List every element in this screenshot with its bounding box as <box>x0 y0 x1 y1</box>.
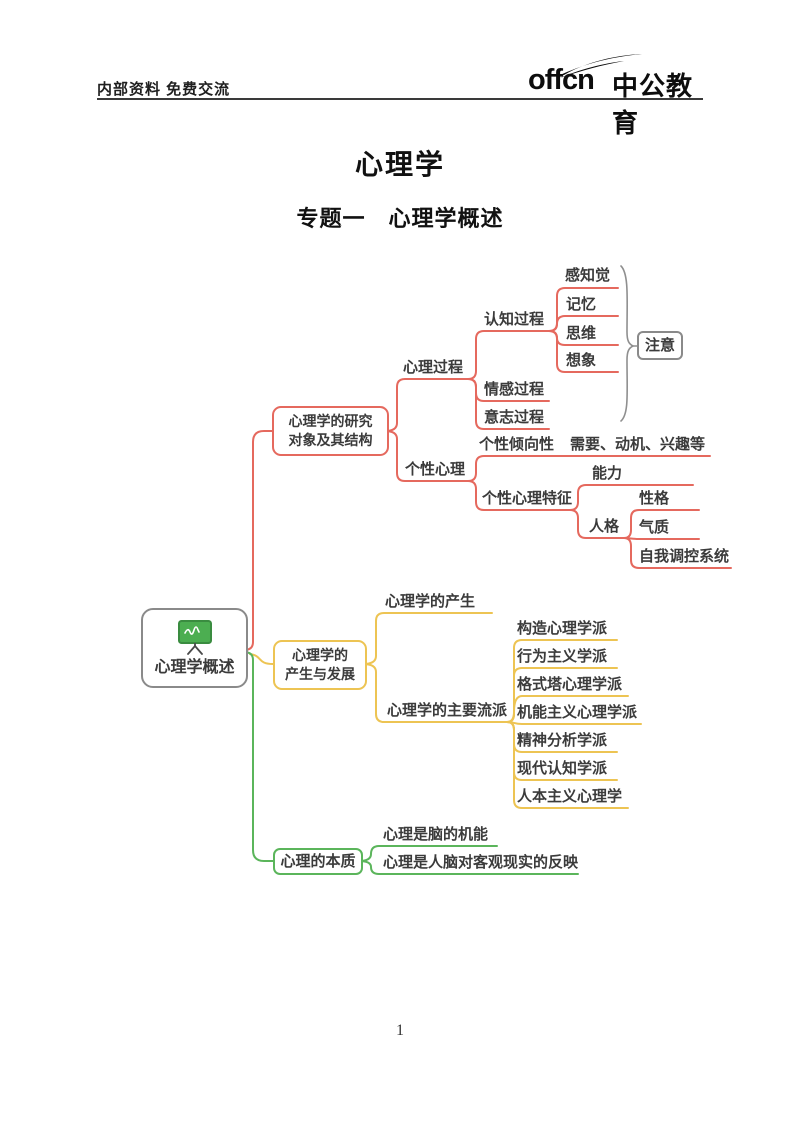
node-perception: 感知觉 <box>565 267 611 284</box>
essence-node-label: 心理的本质 <box>280 853 356 870</box>
root-node: 心理学概述 <box>141 608 248 688</box>
node-brain-function: 心理是脑的机能 <box>383 826 489 843</box>
node-character: 性格 <box>639 490 670 507</box>
node-self-regulation: 自我调控系统 <box>639 548 730 565</box>
header-rule <box>97 98 703 100</box>
node-tendency: 个性倾向性 <box>479 436 555 453</box>
root-label: 心理学概述 <box>154 659 235 676</box>
node-personality: 个性心理 <box>405 461 466 478</box>
node-school-cognitive: 现代认知学派 <box>517 760 608 777</box>
node-school-humanistic: 人本主义心理学 <box>517 788 623 805</box>
node-reflection: 心理是人脑对客观现实的反映 <box>383 854 579 871</box>
attention-label: 注意 <box>644 337 675 354</box>
essence-node: 心理的本质 <box>273 848 363 875</box>
logo-cn-text: 中公教育 <box>612 71 694 138</box>
attention-brace <box>620 265 638 422</box>
node-traits: 个性心理特征 <box>482 490 573 507</box>
node-emotion: 情感过程 <box>484 381 545 398</box>
node-cognitive: 认知过程 <box>484 311 545 328</box>
node-thinking: 思维 <box>566 325 597 342</box>
page-number: 1 <box>396 1022 404 1039</box>
node-school-psychoanalysis: 精神分析学派 <box>517 732 608 749</box>
logo-latin-text: offcn <box>528 64 595 96</box>
header-note: 内部资料 免费交流 <box>97 81 231 98</box>
node-renge: 人格 <box>589 518 620 535</box>
node-psych-process: 心理过程 <box>403 359 464 376</box>
node-school-gestalt: 格式塔心理学派 <box>517 676 623 693</box>
node-ability: 能力 <box>592 465 623 482</box>
development-node-line2: 产生与发展 <box>285 666 355 682</box>
node-will: 意志过程 <box>484 409 545 426</box>
node-imagination: 想象 <box>566 352 597 369</box>
section-title: 专题一 心理学概述 <box>296 206 504 231</box>
development-node: 心理学的 产生与发展 <box>273 640 367 690</box>
node-tendency-detail: 需要、动机、兴趣等 <box>570 436 706 453</box>
node-memory: 记忆 <box>566 296 597 313</box>
page-title: 心理学 <box>354 149 445 180</box>
attention-node: 注意 <box>637 331 683 360</box>
research-node-line2: 对象及其结构 <box>288 432 373 448</box>
offcn-logo: offcn 中公教育 <box>528 54 706 138</box>
node-schools: 心理学的主要流派 <box>387 702 508 719</box>
node-school-structural: 构造心理学派 <box>517 620 608 637</box>
node-school-behaviorism: 行为主义学派 <box>517 648 608 665</box>
development-node-line1: 心理学的 <box>292 647 348 663</box>
research-node-line1: 心理学的研究 <box>288 413 373 429</box>
node-origin: 心理学的产生 <box>385 593 476 610</box>
blackboard-icon <box>177 620 212 655</box>
research-object-node: 心理学的研究 对象及其结构 <box>272 406 389 456</box>
node-school-functionalism: 机能主义心理学派 <box>517 704 638 721</box>
node-temperament: 气质 <box>639 519 670 536</box>
